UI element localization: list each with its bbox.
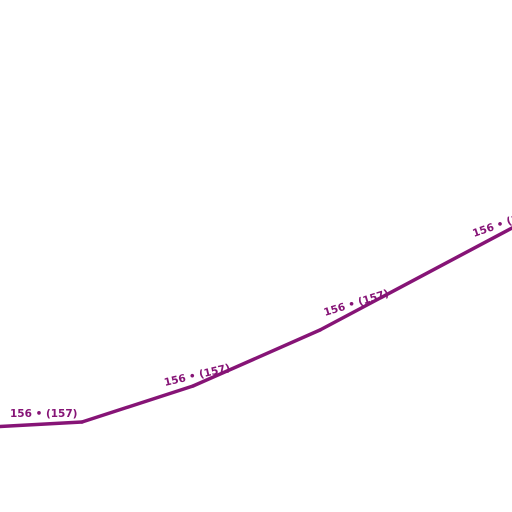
series-layer bbox=[0, 226, 512, 429]
series-line-segment bbox=[191, 328, 322, 388]
series-line-segment bbox=[318, 226, 512, 332]
data-label: 156 • (157) bbox=[471, 207, 512, 240]
data-label-layer: 156 • (157)156 • (157)156 • (157)156 • (… bbox=[10, 207, 512, 420]
data-label: 156 • (157) bbox=[322, 288, 390, 319]
series-line-segment bbox=[80, 384, 195, 424]
series-line-segment bbox=[0, 420, 84, 429]
data-label: 156 • (157) bbox=[10, 408, 77, 420]
